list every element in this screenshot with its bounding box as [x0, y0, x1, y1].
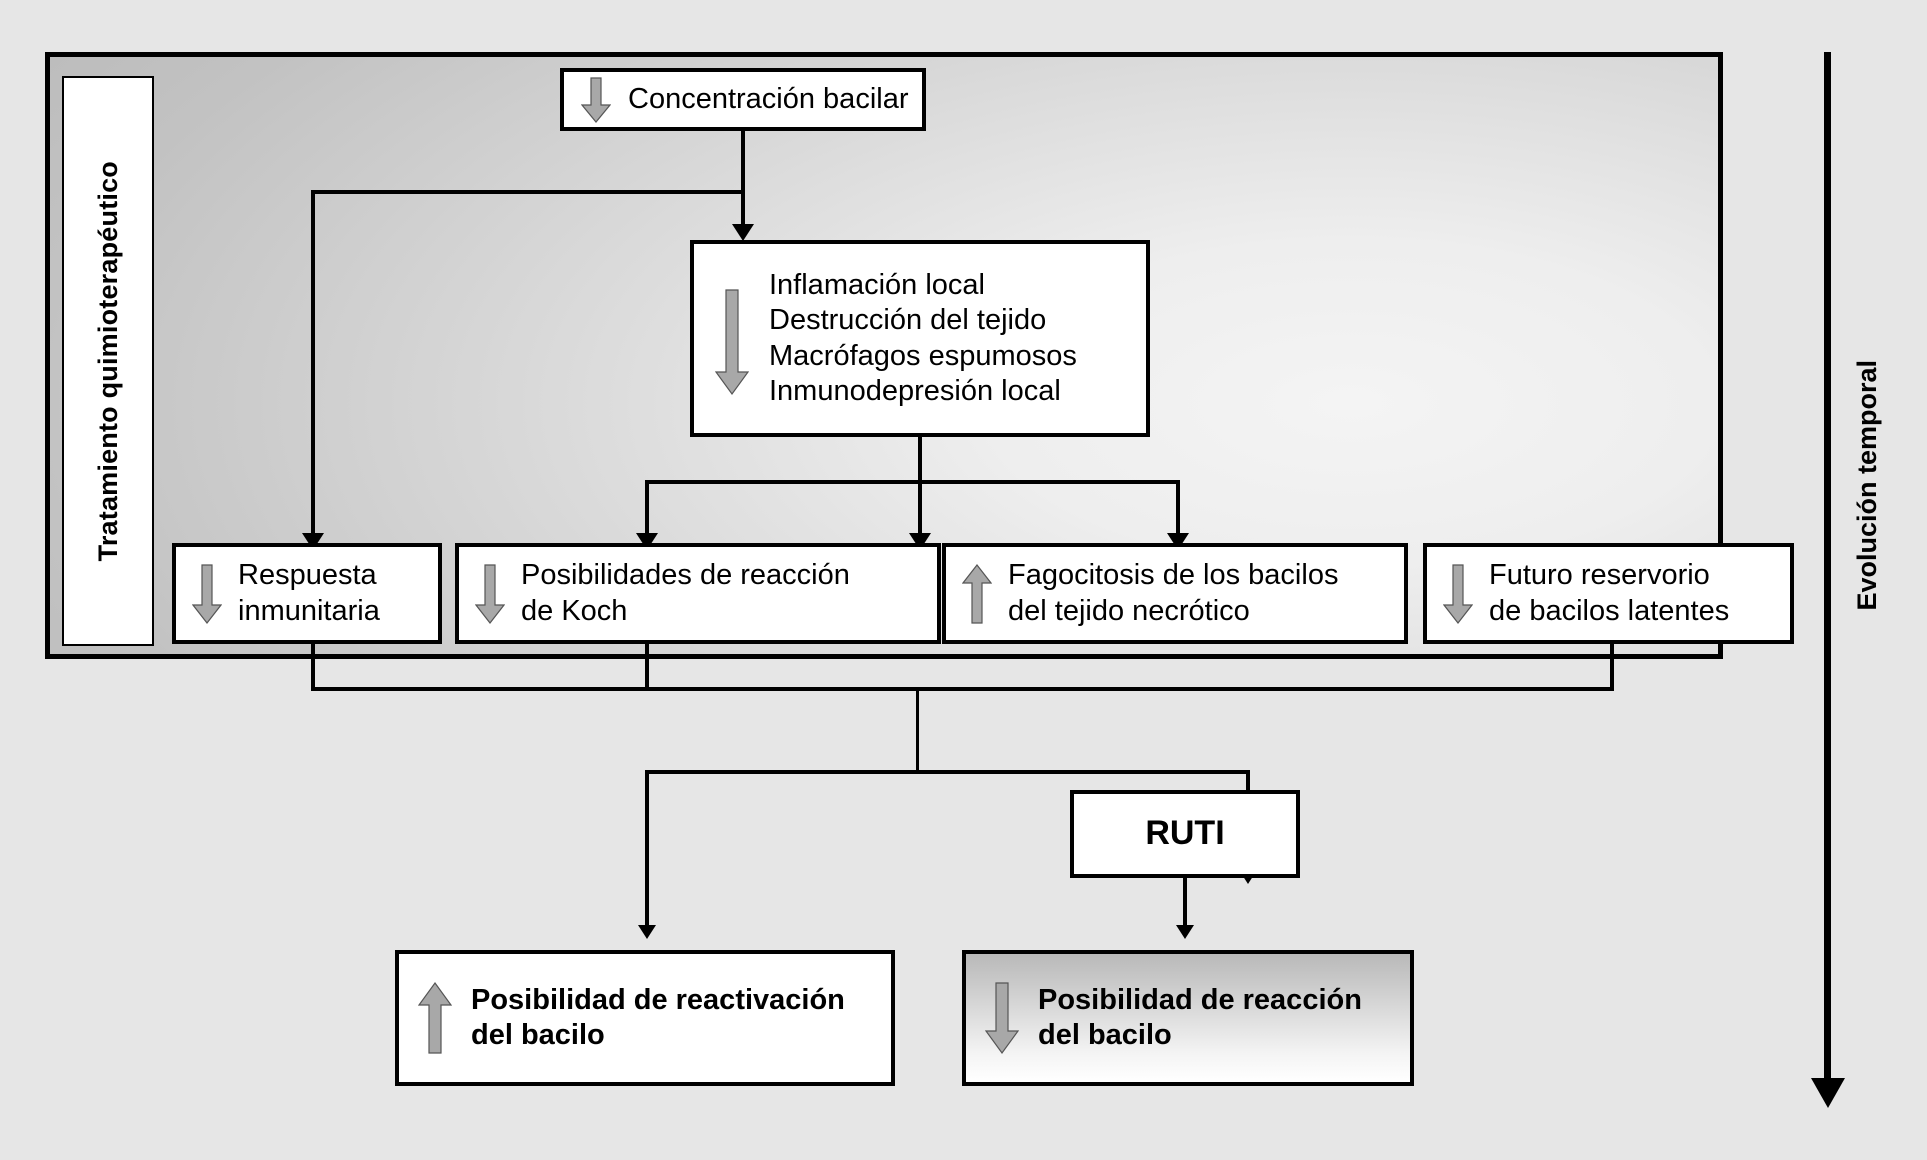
- up-arrow-icon: [946, 563, 1008, 625]
- node-koch-reaction[interactable]: Posibilidades de reacción de Koch: [455, 543, 941, 644]
- line-immune-2: inmunitaria: [238, 594, 380, 627]
- line-reservoir-1: Futuro reservorio: [1489, 559, 1710, 592]
- up-arrow-icon: [399, 981, 471, 1055]
- time-axis-label: Evolución temporal: [1852, 360, 1882, 611]
- down-arrow-icon: [564, 76, 628, 124]
- connector-to-phagocytosis: [918, 480, 922, 545]
- arrowhead-ruti-to-reaction: [1176, 925, 1194, 939]
- connector-reservoir-down: [1610, 644, 1614, 690]
- line-reaction-2: del bacilo: [1038, 1019, 1172, 1051]
- time-axis-arrowhead: [1811, 1078, 1845, 1108]
- line-phago-1: Fagocitosis de los bacilos: [1008, 559, 1339, 592]
- line-reactivation-1: Posibilidad de reactivación: [471, 983, 845, 1016]
- node-phagocytosis-label: Fagocitosis de los bacilos del tejido ne…: [1008, 558, 1338, 629]
- down-arrow-icon: [694, 244, 769, 433]
- line-tissue-destruction: Destrucción del tejido: [769, 304, 1047, 337]
- connector-koch-down: [645, 644, 649, 690]
- arrowhead-to-inflammation: [732, 224, 754, 241]
- node-local-inflammation-lines: Inflamación local Destrucción del tejido…: [769, 268, 1077, 410]
- line-inflammation: Inflamación local: [769, 268, 985, 301]
- chemotherapy-treatment-label: Tratamiento quimioterapéutico: [92, 160, 123, 562]
- line-reaction-1: Posibilidad de reacción: [1038, 983, 1362, 1016]
- chemotherapy-treatment-label-box: Tratamiento quimioterapéutico: [62, 76, 154, 646]
- connector-to-phagocytosis-right: [1176, 480, 1180, 545]
- line-reactivation-2: del bacilo: [471, 1019, 605, 1051]
- time-axis-line: [1824, 52, 1831, 1084]
- node-immune-response[interactable]: Respuesta inmunitaria: [172, 543, 442, 644]
- node-reactivation-possibility-label: Posibilidad de reactivación del bacilo: [471, 983, 845, 1054]
- line-koch-1: Posibilidades de reacción: [521, 559, 850, 592]
- line-immune-1: Respuesta: [238, 559, 377, 592]
- connector-merge-bus: [311, 687, 1614, 691]
- connector-to-inflammation: [741, 190, 745, 236]
- connector-bus-down: [916, 687, 919, 773]
- down-arrow-icon: [459, 563, 521, 625]
- connector-bacillary-to-immune: [311, 190, 315, 545]
- down-arrow-icon: [1427, 563, 1489, 625]
- arrowhead-to-reactivation: [638, 925, 656, 939]
- connector-inflammation-bus: [645, 480, 1180, 484]
- connector-bacillary-branch-left: [311, 190, 745, 194]
- node-bacillary-concentration[interactable]: Concentración bacilar: [560, 68, 926, 131]
- down-arrow-icon: [966, 981, 1038, 1055]
- connector-to-reactivation: [645, 770, 649, 935]
- node-immune-response-label: Respuesta inmunitaria: [238, 558, 380, 629]
- down-arrow-icon: [176, 563, 238, 625]
- node-reaction-possibility-label: Posibilidad de reacción del bacilo: [1038, 983, 1362, 1054]
- line-local-immunosuppression: Inmunodepresión local: [769, 374, 1061, 407]
- line-phago-2: del tejido necrótico: [1008, 594, 1250, 627]
- connector-to-koch: [645, 480, 649, 545]
- node-latent-reservoir-label: Futuro reservorio de bacilos latentes: [1489, 558, 1729, 629]
- node-ruti[interactable]: RUTI: [1070, 790, 1300, 878]
- connector-bacillary-down: [741, 131, 745, 193]
- node-reactivation-possibility[interactable]: Posibilidad de reactivación del bacilo: [395, 950, 895, 1086]
- connector-ruti-down: [1183, 878, 1187, 935]
- node-latent-reservoir[interactable]: Futuro reservorio de bacilos latentes: [1423, 543, 1794, 644]
- node-koch-reaction-label: Posibilidades de reacción de Koch: [521, 558, 850, 629]
- node-bacillary-concentration-label: Concentración bacilar: [628, 82, 909, 115]
- node-local-inflammation[interactable]: Inflamación local Destrucción del tejido…: [690, 240, 1150, 437]
- connector-split-bar: [645, 770, 1250, 774]
- connector-inflammation-down: [918, 437, 922, 483]
- node-phagocytosis[interactable]: Fagocitosis de los bacilos del tejido ne…: [942, 543, 1408, 644]
- line-reservoir-2: de bacilos latentes: [1489, 594, 1730, 627]
- connector-immune-down: [311, 644, 315, 690]
- node-reaction-possibility[interactable]: Posibilidad de reacción del bacilo: [962, 950, 1414, 1086]
- node-ruti-label: RUTI: [1145, 814, 1225, 853]
- line-foamy-macrophages: Macrófagos espumosos: [769, 339, 1077, 372]
- line-koch-2: de Koch: [521, 594, 628, 627]
